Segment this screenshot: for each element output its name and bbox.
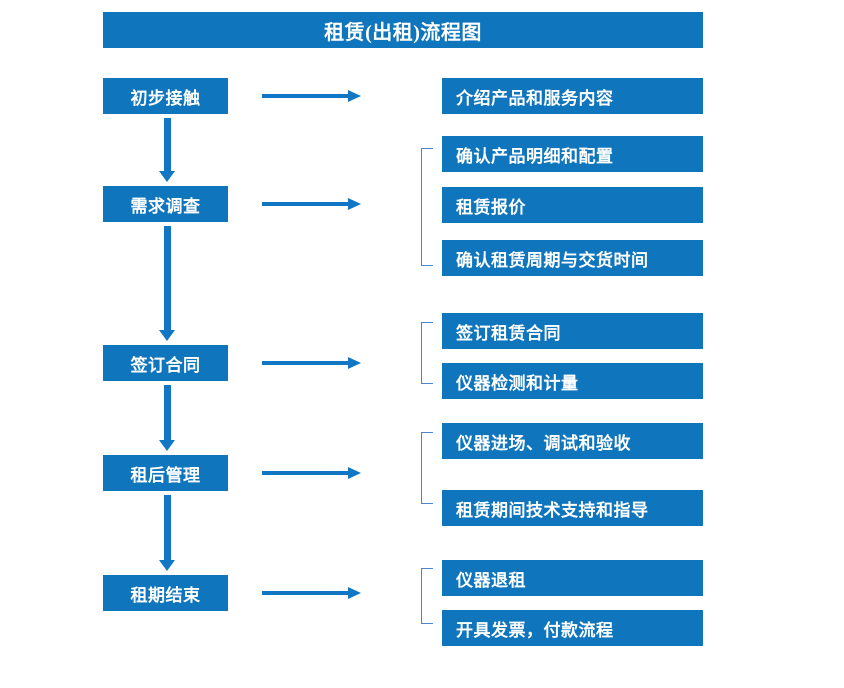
detail-box-6[interactable]: 仪器检测和计量 xyxy=(442,363,703,399)
detail-box-3[interactable]: 租赁报价 xyxy=(442,187,703,223)
arrow-shaft xyxy=(262,94,350,98)
group-bracket-4 xyxy=(421,568,433,624)
vertical-arrow-3 xyxy=(158,385,176,451)
vertical-arrow-4 xyxy=(158,495,176,571)
group-bracket-2 xyxy=(421,322,433,384)
vertical-arrow-1 xyxy=(158,118,176,182)
group-bracket-1 xyxy=(421,148,433,266)
arrow-shaft xyxy=(262,361,350,365)
stage-box-5[interactable]: 租期结束 xyxy=(103,575,228,611)
detail-box-10[interactable]: 开具发票，付款流程 xyxy=(442,610,703,646)
horizontal-arrow-1 xyxy=(262,88,362,104)
horizontal-arrow-3 xyxy=(262,355,362,371)
detail-box-5[interactable]: 签订租赁合同 xyxy=(442,313,703,349)
group-bracket-3 xyxy=(421,432,433,504)
arrow-head-icon xyxy=(159,171,175,182)
stage-box-4[interactable]: 租后管理 xyxy=(103,455,228,491)
arrow-shaft xyxy=(262,202,350,206)
arrow-shaft xyxy=(164,226,171,330)
arrow-head-icon xyxy=(348,90,361,102)
detail-box-9[interactable]: 仪器退租 xyxy=(442,560,703,596)
horizontal-arrow-4 xyxy=(262,465,362,481)
arrow-shaft xyxy=(262,471,350,475)
arrow-head-icon xyxy=(348,198,361,210)
stage-box-1[interactable]: 初步接触 xyxy=(103,78,228,114)
arrow-shaft xyxy=(164,385,171,440)
vertical-arrow-2 xyxy=(158,226,176,341)
horizontal-arrow-5 xyxy=(262,585,362,601)
arrow-head-icon xyxy=(348,467,361,479)
arrow-head-icon xyxy=(159,330,175,341)
arrow-head-icon xyxy=(159,560,175,571)
detail-box-8[interactable]: 租赁期间技术支持和指导 xyxy=(442,490,703,526)
detail-box-4[interactable]: 确认租赁周期与交货时间 xyxy=(442,240,703,276)
arrow-shaft xyxy=(262,591,350,595)
detail-box-1[interactable]: 介绍产品和服务内容 xyxy=(442,78,703,114)
arrow-head-icon xyxy=(348,587,361,599)
stage-box-2[interactable]: 需求调查 xyxy=(103,186,228,222)
stage-box-3[interactable]: 签订合同 xyxy=(103,345,228,381)
page-title: 租赁(出租)流程图 xyxy=(103,12,703,48)
detail-box-7[interactable]: 仪器进场、调试和验收 xyxy=(442,423,703,459)
detail-box-2[interactable]: 确认产品明细和配置 xyxy=(442,136,703,172)
arrow-head-icon xyxy=(348,357,361,369)
horizontal-arrow-2 xyxy=(262,196,362,212)
arrow-shaft xyxy=(164,118,171,171)
arrow-shaft xyxy=(164,495,171,560)
arrow-head-icon xyxy=(159,440,175,451)
